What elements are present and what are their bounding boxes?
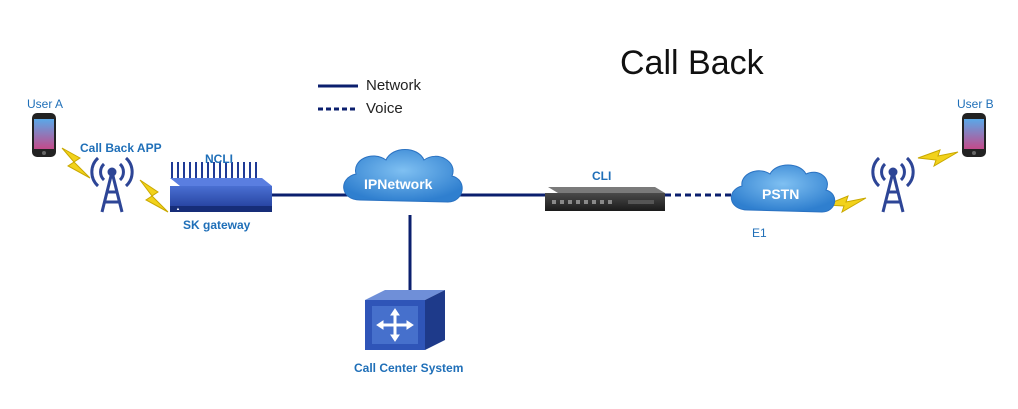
- gateway-device-icon: ▲: [170, 162, 272, 212]
- ip-network-label: IPNetwork: [364, 176, 433, 192]
- cloud-icon: [343, 149, 463, 203]
- cell-tower-icon: [871, 156, 915, 213]
- user-a-label: User A: [27, 97, 64, 111]
- phone-icon: [962, 113, 986, 157]
- user-b-label: User B: [957, 97, 994, 111]
- call-center-system-label: Call Center System: [354, 361, 464, 375]
- e1-label: E1: [752, 226, 767, 240]
- svg-text:▲: ▲: [176, 206, 180, 211]
- call-center-router-icon: [365, 290, 445, 350]
- diagram-title: Call Back: [620, 44, 764, 82]
- pstn-label: PSTN: [762, 186, 800, 202]
- phone-icon: [32, 113, 56, 157]
- call-back-app-label: Call Back APP: [80, 141, 162, 155]
- sk-gateway-label: SK gateway: [183, 218, 251, 232]
- network-links: [272, 193, 740, 300]
- lightning-icon: [139, 179, 169, 213]
- cloud-icon: [731, 164, 836, 213]
- lightning-icon: [917, 149, 959, 168]
- cli-label: CLI: [592, 169, 612, 183]
- cell-tower-icon: [90, 156, 134, 213]
- legend-voice-label: Voice: [366, 100, 403, 117]
- lightning-icon: [61, 147, 91, 179]
- legend-network-label: Network: [366, 77, 422, 94]
- ncli-label: NCLI: [205, 152, 233, 166]
- lightning-icon: [825, 195, 867, 214]
- rack-server-icon: [545, 187, 665, 211]
